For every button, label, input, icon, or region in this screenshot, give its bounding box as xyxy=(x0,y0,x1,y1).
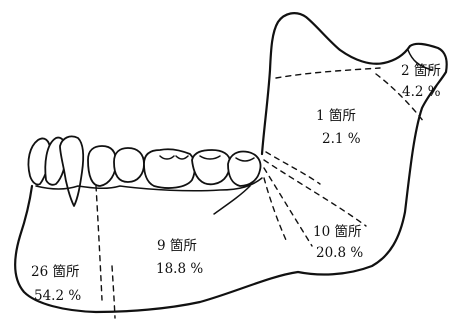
ramus-count: 1 箇所 xyxy=(316,107,356,124)
ramus-percent: 2.1 % xyxy=(322,131,361,147)
angle-count: 10 箇所 xyxy=(313,223,361,240)
angle-percent: 20.8 % xyxy=(316,245,363,261)
canine xyxy=(60,136,83,206)
symphysis-line-1 xyxy=(96,186,102,300)
symphysis-percent: 54.2 % xyxy=(34,288,81,304)
body-count: 9 箇所 xyxy=(157,237,197,254)
teeth-row xyxy=(28,136,260,206)
premolar-1 xyxy=(88,146,116,186)
molar-3 xyxy=(228,152,261,187)
premolar-2 xyxy=(114,148,144,182)
angle-line-4 xyxy=(264,178,286,240)
coronoid-fracture-line xyxy=(276,68,380,78)
fracture-lines xyxy=(96,68,424,318)
coronoid-count: 2 箇所 xyxy=(401,62,441,79)
symphysis-line-2 xyxy=(112,266,115,318)
coronoid-percent: 4.2 % xyxy=(402,84,441,100)
angle-line-3 xyxy=(264,168,312,246)
molar-2 xyxy=(192,150,230,184)
body-percent: 18.8 % xyxy=(156,261,203,277)
symphysis-count: 26 箇所 xyxy=(31,263,79,280)
molar-1 xyxy=(144,149,195,188)
